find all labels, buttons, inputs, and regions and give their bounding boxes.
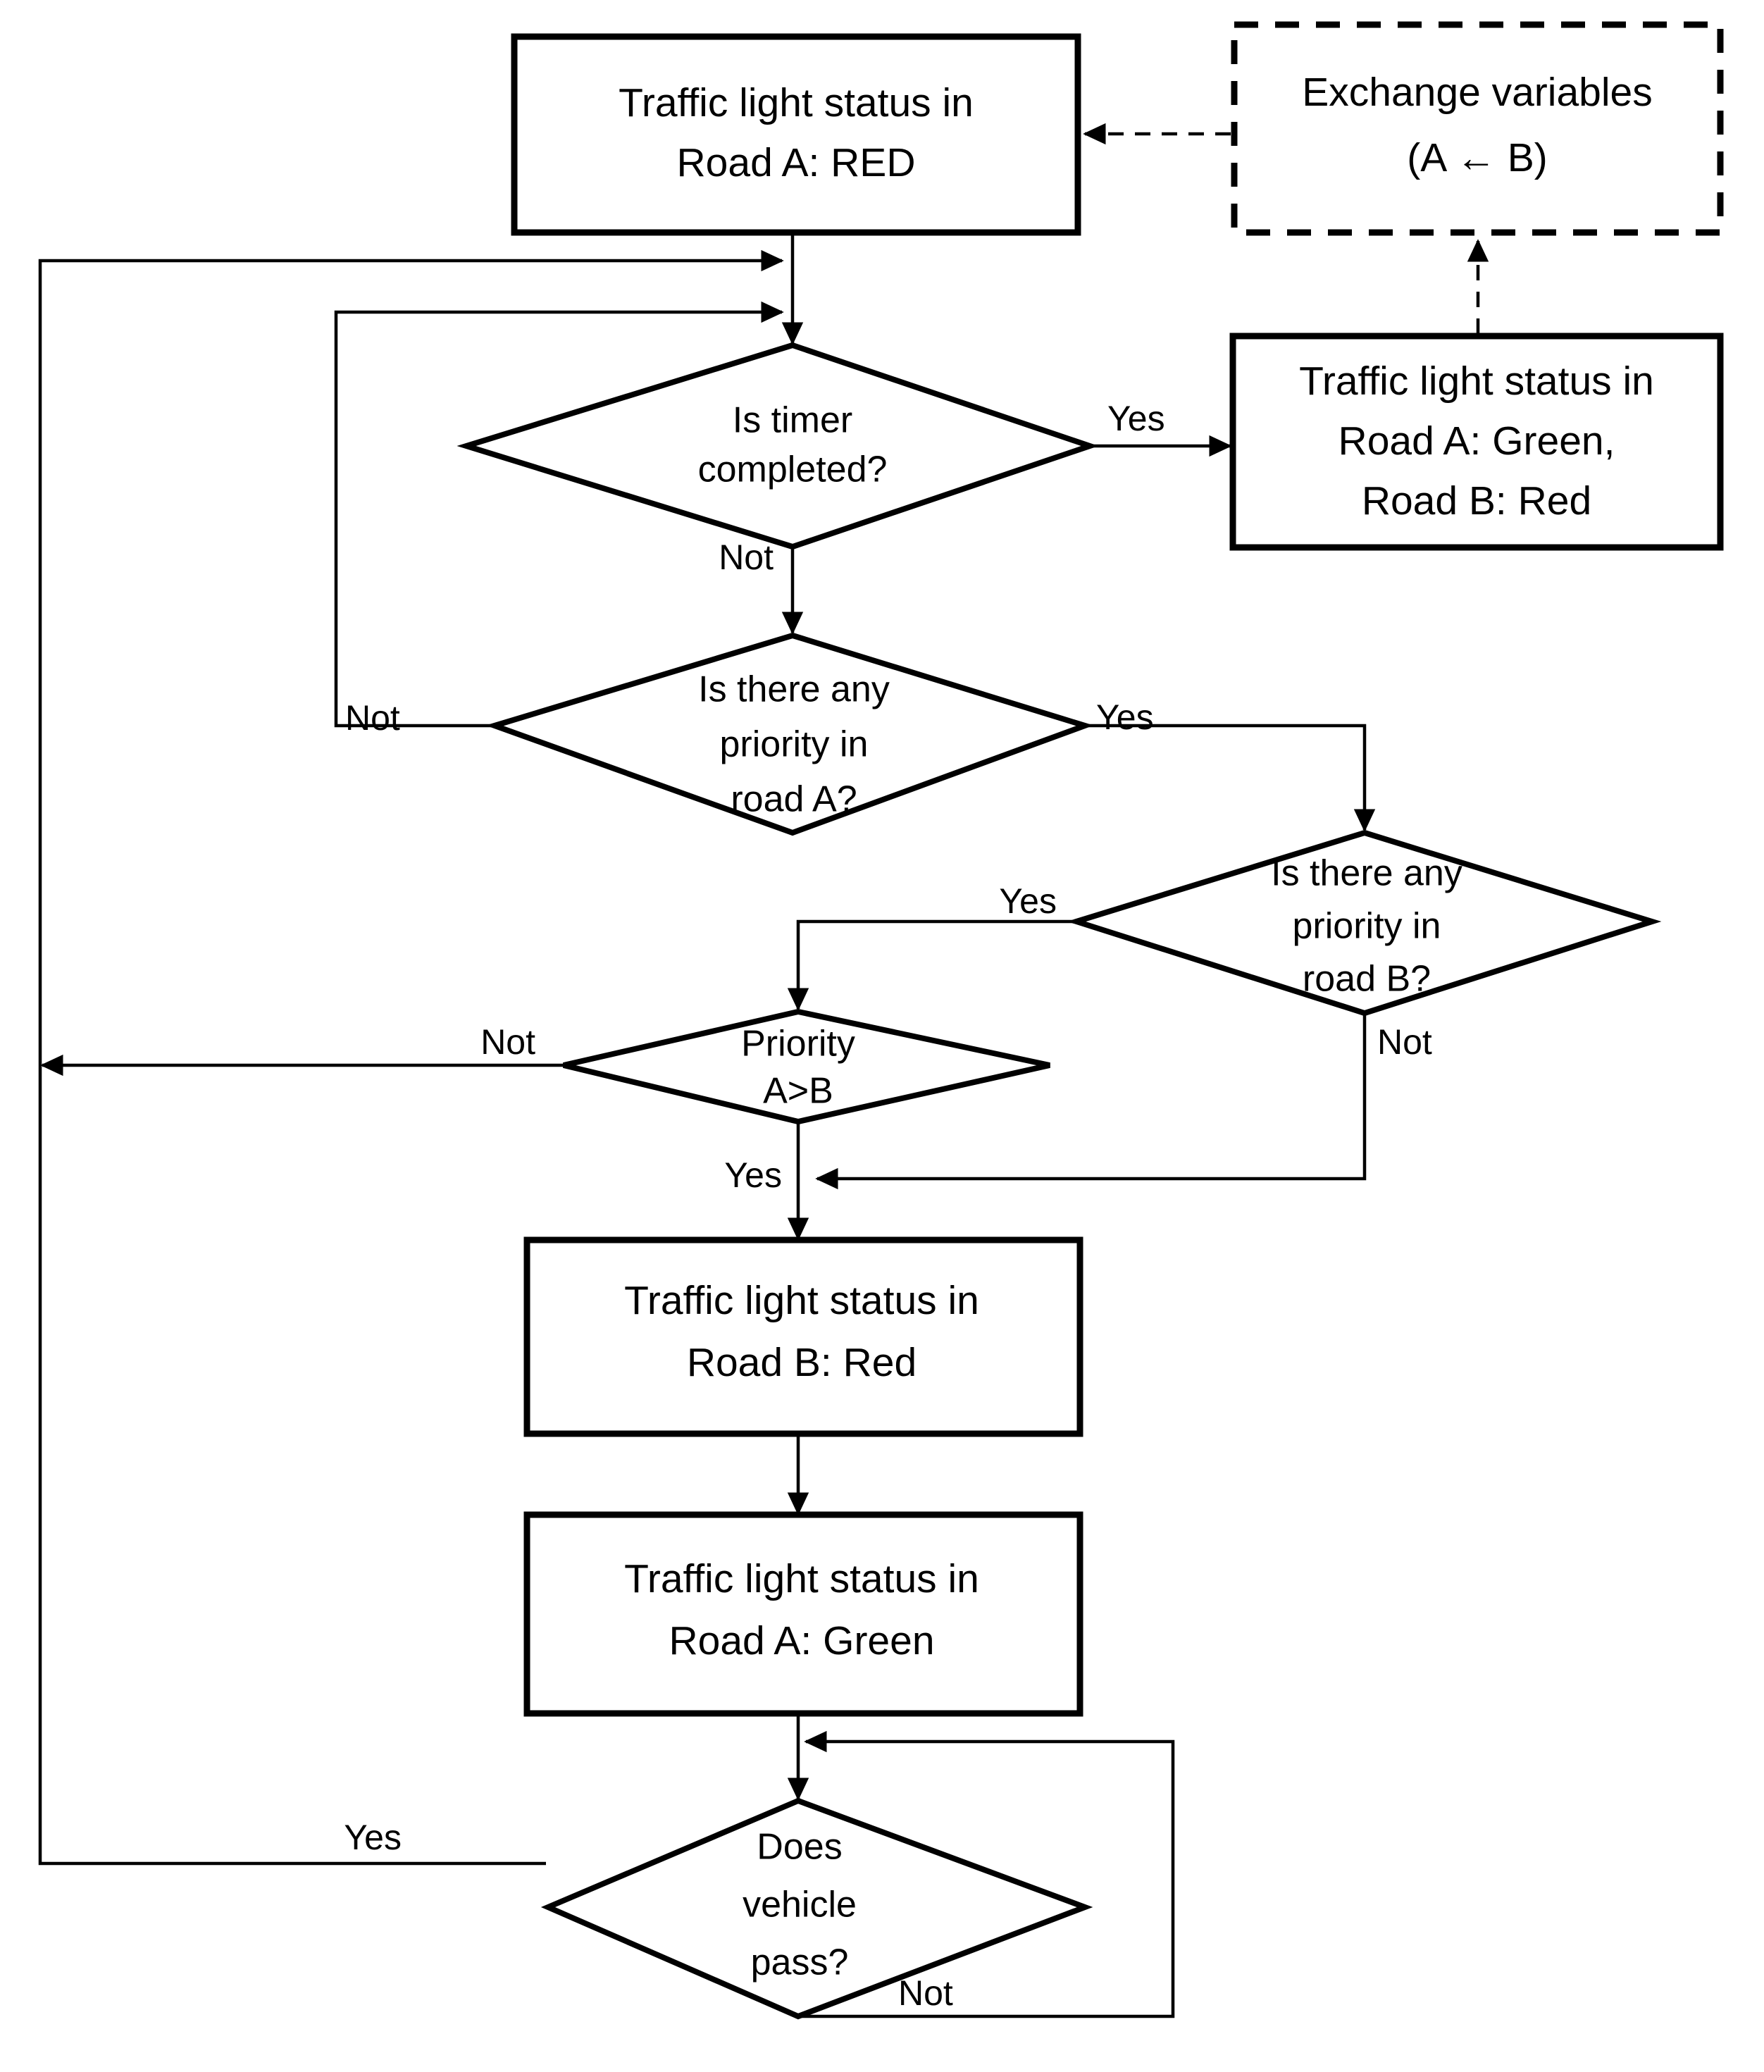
- edge-vehicle-yes-to-timer: [38, 249, 784, 1866]
- node-road-b-red[interactable]: Traffic light status in Road B: Red: [523, 1236, 1083, 1437]
- node-start-red-line1: Traffic light status in: [619, 80, 974, 125]
- edge-vehicle-not-loop: [798, 1730, 1175, 2018]
- edge-label-cmp-not: Not: [480, 1022, 535, 1062]
- node-priority-comparison[interactable]: Priority A>B: [563, 1008, 1050, 1125]
- node-start-red-line2: Road A: RED: [677, 140, 916, 185]
- node-cmp-line2: A>B: [763, 1071, 833, 1112]
- edge-label-priority-a-yes: Yes: [1096, 697, 1154, 737]
- node-roada-green-line2: Road A: Green: [669, 1618, 934, 1663]
- edge-label-vehicle-yes: Yes: [344, 1818, 402, 1857]
- edge-priority-b-not-to-roadb: [815, 1013, 1367, 1190]
- edge-priority-a-yes-to-priority-b: [1085, 724, 1376, 832]
- node-timer-line1: Is timer: [733, 400, 852, 441]
- node-priority-road-a[interactable]: Is there any priority in road A?: [485, 632, 1094, 836]
- edge-label-cmp-yes: Yes: [724, 1155, 782, 1195]
- edge-priority-b-yes-to-cmp: [787, 919, 1075, 1011]
- node-road-a-green-road-b-red[interactable]: Traffic light status in Road A: Green, R…: [1229, 333, 1724, 551]
- node-greenred-line2: Road A: Green,: [1338, 418, 1615, 464]
- edge-priority-a-not-to-timer: [334, 301, 784, 728]
- node-cmp-line1: Priority: [741, 1024, 855, 1065]
- node-road-a-green[interactable]: Traffic light status in Road A: Green: [523, 1511, 1083, 1717]
- node-priority-a-line3: road A?: [731, 779, 857, 820]
- node-roadb-red-line1: Traffic light status in: [624, 1278, 979, 1323]
- edge-label-priority-a-not: Not: [345, 698, 400, 738]
- node-exchange-variables[interactable]: Exchange variables (A ← B): [1231, 21, 1724, 236]
- edge-label-priority-b-yes: Yes: [999, 881, 1057, 921]
- node-priority-a-line2: priority in: [720, 724, 869, 765]
- edge-label-priority-b-not: Not: [1377, 1022, 1432, 1062]
- edge-label-timer-not: Not: [719, 538, 774, 577]
- node-greenred-line3: Road B: Red: [1362, 478, 1591, 523]
- node-vehicle-line2: vehicle: [743, 1885, 857, 1925]
- node-priority-a-line1: Is there any: [698, 669, 890, 710]
- node-vehicle-line1: Does: [757, 1827, 842, 1868]
- edge-label-vehicle-not: Not: [898, 1973, 953, 2013]
- node-is-timer-completed[interactable]: Is timer completed?: [456, 342, 1099, 550]
- node-priority-b-line2: priority in: [1293, 906, 1441, 947]
- node-timer-line2: completed?: [698, 449, 888, 490]
- node-priority-b-line3: road B?: [1303, 959, 1431, 1000]
- node-roada-green-line1: Traffic light status in: [624, 1556, 979, 1601]
- node-greenred-line1: Traffic light status in: [1299, 359, 1654, 404]
- node-exchange-line1: Exchange variables: [1302, 70, 1652, 115]
- node-priority-b-line1: Is there any: [1271, 853, 1462, 894]
- node-roadb-red-line2: Road B: Red: [687, 1340, 917, 1385]
- node-start-red[interactable]: Traffic light status in Road A: RED: [511, 33, 1081, 236]
- node-vehicle-line3: pass?: [751, 1942, 849, 1983]
- node-priority-road-b[interactable]: Is there any priority in road B?: [1067, 829, 1662, 1017]
- edge-label-timer-yes: Yes: [1107, 399, 1165, 438]
- node-exchange-line2: (A ← B): [1407, 135, 1548, 180]
- node-does-vehicle-pass[interactable]: Does vehicle pass?: [540, 1797, 1093, 2020]
